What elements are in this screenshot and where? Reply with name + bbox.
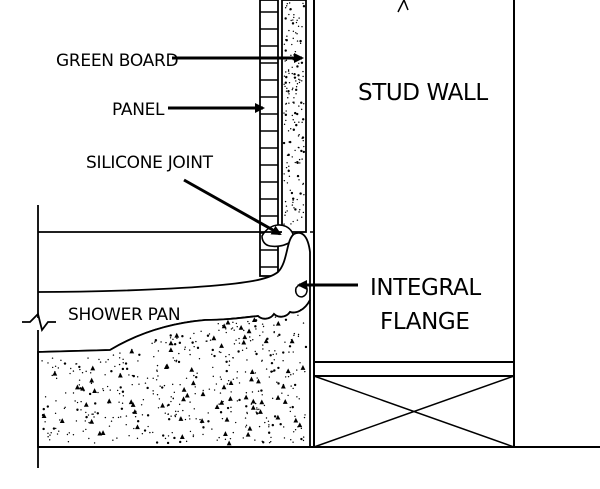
mortar-bed: [37, 299, 311, 448]
panel-label: PANEL: [112, 100, 165, 120]
stud-wall: [313, 0, 515, 447]
integral-label: INTEGRAL: [370, 275, 481, 301]
bottom-plate-block: [313, 375, 515, 448]
shower-pan-label: SHOWER PAN: [68, 305, 180, 325]
flange-label: FLANGE: [380, 309, 469, 335]
break-mark: [397, 0, 409, 13]
stud-wall-label: STUD WALL: [358, 80, 488, 106]
silicone-joint-arrow: [183, 178, 282, 236]
silicone-joint-label: SILICONE JOINT: [86, 153, 214, 173]
silicone-joint-bead: [261, 224, 295, 248]
left-edge: [22, 205, 56, 447]
green-board: [281, 0, 307, 233]
green-board-label: GREEN BOARD: [56, 51, 178, 71]
